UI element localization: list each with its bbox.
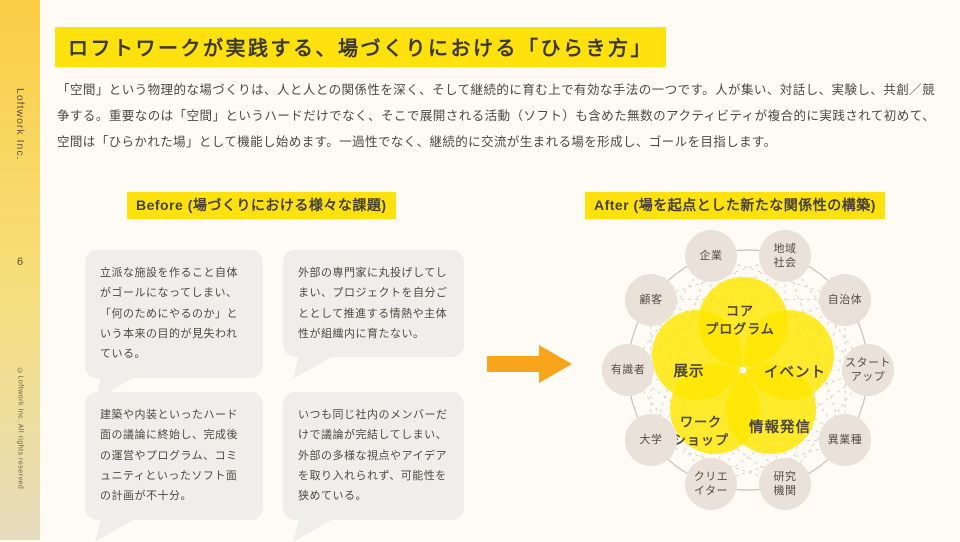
diagram-node-municipality: 自治体 bbox=[819, 274, 871, 326]
copyright-text: ©Loftwork Inc. All rights reserved bbox=[16, 368, 24, 490]
speech-bubble: 外部の専門家に丸投げしてしまい、プロジェクトを自分ごととして推進する情熱や主体性… bbox=[283, 250, 464, 358]
speech-bubble: いつも同じ社内のメンバーだけで議論が完結してしまい、外部の多様な視点やアイデアを… bbox=[283, 392, 464, 520]
diagram-node-company: 企業 bbox=[685, 230, 737, 282]
petal-label-core-program: コア プログラム bbox=[705, 303, 775, 336]
bubble-text: 外部の専門家に丸投げしてしまい、プロジェクトを自分ごととして推進する情熱や主体性… bbox=[298, 267, 448, 341]
diagram-node-university: 大学 bbox=[625, 414, 677, 466]
before-heading: Before (場づくりにおける様々な課題) bbox=[127, 192, 396, 219]
diagram-node-customer: 顧客 bbox=[625, 274, 677, 326]
petal-label-event: イベント bbox=[764, 365, 826, 382]
bubble-text: いつも同じ社内のメンバーだけで議論が完結してしまい、外部の多様な視点やアイデアを… bbox=[298, 409, 448, 503]
bubble-text: 建築や内装といったハード面の議論に終始し、完成後の運営やプログラム、コミュニティ… bbox=[100, 409, 238, 503]
right-arrow-icon bbox=[487, 344, 572, 384]
petal-label-workshop: ワーク ショップ bbox=[672, 414, 730, 447]
diagram-node-otherindustry: 異業種 bbox=[819, 414, 871, 466]
diagram-node-community: 地域 社会 bbox=[759, 230, 811, 282]
brand-text: Loftwork Inc. bbox=[14, 88, 26, 161]
diagram-node-research: 研究 機関 bbox=[759, 458, 811, 510]
diagram-node-startup: スタート アップ bbox=[842, 344, 894, 396]
flower-petal bbox=[726, 364, 816, 454]
speech-bubble: 建築や内装といったハード面の議論に終始し、完成後の運営やプログラム、コミュニティ… bbox=[85, 392, 263, 520]
intro-paragraph: 「空間」という物理的な場づくりは、人と人との関係性を深く、そして継続的に育む上で… bbox=[57, 83, 935, 149]
petal-label-exhibition: 展示 bbox=[673, 364, 705, 381]
petal-label-broadcast: 情報発信 bbox=[749, 420, 811, 437]
relationship-diagram: コア プログラム 展示 イベント ワーク ショップ 情報発信 企業 地域 社会 … bbox=[588, 210, 908, 530]
bubble-text: 立派な施設を作ること自体がゴールになってしまい、「何のためにやるのか」という本来… bbox=[100, 267, 238, 361]
page-title: ロフトワークが実践する、場づくりにおける「ひらき方」 bbox=[55, 27, 666, 67]
speech-bubble: 立派な施設を作ること自体がゴールになってしまい、「何のためにやるのか」という本来… bbox=[85, 250, 263, 378]
diagram-node-expert: 有識者 bbox=[602, 344, 654, 396]
page-number: 6 bbox=[16, 256, 24, 268]
after-heading: After (場を起点とした新たな関係性の構築) bbox=[585, 192, 885, 219]
diagram-node-creator: クリエ イター bbox=[685, 458, 737, 510]
sidebar: Loftwork Inc. 6 ©Loftwork Inc. All right… bbox=[0, 0, 40, 540]
